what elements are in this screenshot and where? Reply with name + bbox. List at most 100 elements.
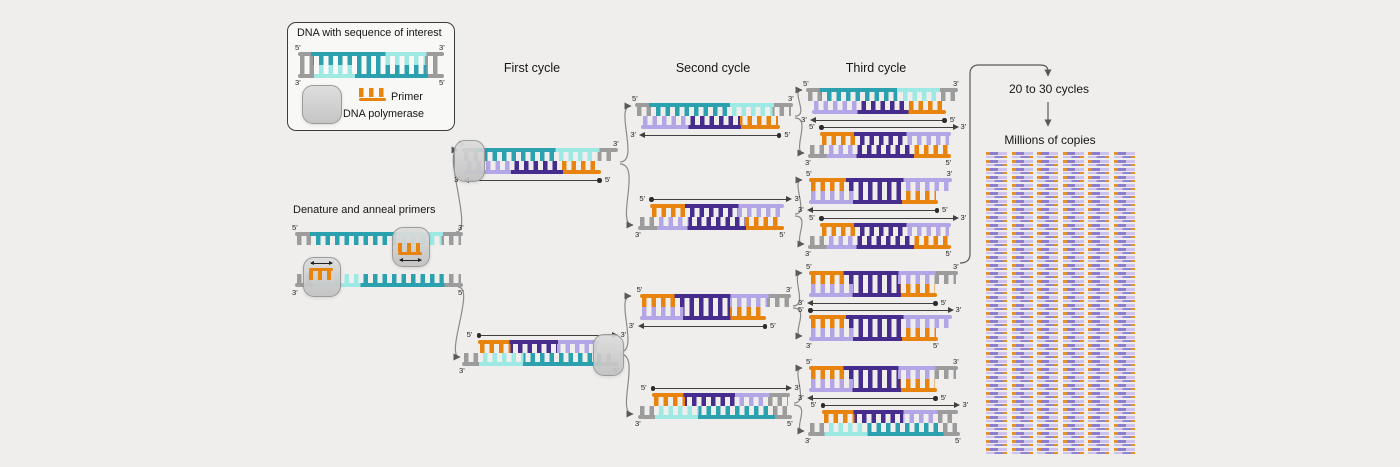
- copy-bottom-strand: [1011, 251, 1033, 255]
- copy-top-strand: [1113, 448, 1135, 451]
- dna-copy: [986, 224, 1007, 231]
- strand-end-label: 3': [805, 436, 811, 445]
- copy-bottom-strand: [1037, 259, 1058, 263]
- dna-copy: [986, 280, 1007, 287]
- arrow-end-label: 5': [940, 393, 947, 402]
- dna-copy: [1088, 176, 1109, 183]
- copy-bottom-strand: [1011, 315, 1033, 319]
- copy-top-strand: [1113, 176, 1135, 179]
- copy-bottom-strand: [1037, 331, 1058, 335]
- copy-bottom-strand: [1062, 403, 1084, 407]
- copy-bottom-strand: [986, 419, 1007, 423]
- copy-bottom-strand: [1037, 211, 1058, 215]
- copy-bottom-strand: [1011, 203, 1033, 207]
- synthesis-arrow: [637, 322, 768, 329]
- strand-end-label: 5': [787, 419, 793, 428]
- copy-bottom-strand: [986, 235, 1007, 239]
- copy-top-strand: [986, 288, 1007, 291]
- copy-top-strand: [1088, 288, 1109, 291]
- copy-top-strand: [1011, 256, 1033, 259]
- copy-top-strand: [1011, 272, 1033, 275]
- copy-bottom-strand: [1062, 363, 1084, 367]
- copy-top-strand: [1113, 288, 1135, 291]
- primer-teeth: [309, 271, 334, 280]
- arrow-origin-dot: [933, 396, 938, 401]
- copy-top-strand: [1113, 424, 1135, 427]
- arrow-end-label: 3': [628, 321, 635, 330]
- copy-top-strand: [1062, 312, 1084, 315]
- copy-bottom-strand: [1113, 227, 1135, 231]
- dna-copy: [1088, 160, 1109, 167]
- dna-copy: [1113, 280, 1135, 287]
- connector-path: [792, 269, 803, 307]
- copy-top-strand: [1113, 248, 1135, 251]
- dna-strand: [295, 274, 463, 287]
- copy-top-strand: [1037, 336, 1058, 339]
- dna-strand: [462, 353, 618, 366]
- dna-strand: [809, 191, 938, 204]
- dna-copy: [1037, 304, 1058, 311]
- strand-end-label: 5': [292, 223, 298, 232]
- copy-top-strand: [1088, 216, 1109, 219]
- dna-strand: [820, 223, 951, 236]
- copy-bottom-strand: [1088, 259, 1109, 263]
- synthesis-arrow: [639, 131, 782, 138]
- copy-top-strand: [1062, 232, 1084, 235]
- dna-copy: [1113, 328, 1135, 335]
- copy-top-strand: [1011, 440, 1033, 443]
- dna-strand: [809, 366, 958, 379]
- strand-backbone: [651, 393, 791, 397]
- dna-copy: [986, 408, 1007, 415]
- dna-copy: [986, 392, 1007, 399]
- dna-copy: [1113, 312, 1135, 319]
- arrow-origin-dot: [597, 178, 602, 183]
- copy-bottom-strand: [986, 411, 1007, 415]
- dna-copy: [1037, 272, 1058, 279]
- copy-top-strand: [1037, 376, 1058, 379]
- copy-top-strand: [986, 448, 1007, 451]
- copy-top-strand: [1011, 224, 1033, 227]
- strand-end-label: 3': [953, 357, 959, 366]
- strand-teeth: [640, 217, 783, 226]
- copy-top-strand: [1088, 208, 1109, 211]
- strand-backbone: [462, 148, 618, 152]
- dna-copy: [986, 160, 1007, 167]
- dna-copy: [1113, 232, 1135, 239]
- copy-bottom-strand: [1088, 435, 1109, 439]
- strand-end-label: 5': [439, 78, 445, 87]
- arrow-end-label: 3': [798, 205, 804, 214]
- dna-strand: [650, 204, 785, 217]
- copy-top-strand: [986, 320, 1007, 323]
- copy-bottom-strand: [986, 363, 1007, 367]
- dna-copy: [1113, 376, 1135, 383]
- copy-top-strand: [986, 272, 1007, 275]
- copy-top-strand: [1037, 352, 1058, 355]
- dna-copy: [1062, 448, 1084, 455]
- copy-bottom-strand: [1011, 451, 1033, 455]
- dna-copy: [986, 200, 1007, 207]
- primer-teeth: [398, 243, 423, 252]
- strand-end-label: 3': [786, 285, 792, 294]
- copy-top-strand: [1037, 344, 1058, 347]
- dna-copy: [1088, 408, 1109, 415]
- copy-top-strand: [1037, 224, 1058, 227]
- copy-bottom-strand: [1011, 387, 1033, 391]
- dna-copy: [1088, 264, 1109, 271]
- dna-copy: [1088, 184, 1109, 191]
- strand-teeth: [653, 397, 789, 406]
- dna-strand: [812, 101, 946, 114]
- copy-top-strand: [1011, 240, 1033, 243]
- copy-top-strand: [1011, 376, 1033, 379]
- strand-end-label: 3': [458, 223, 464, 232]
- dna-strand: [298, 65, 444, 78]
- dna-copy: [1062, 176, 1084, 183]
- strand-backbone: [820, 132, 951, 136]
- copy-bottom-strand: [1037, 235, 1058, 239]
- arrow-end-label: 3': [794, 383, 801, 392]
- copy-top-strand: [1113, 264, 1135, 267]
- copy-top-strand: [986, 232, 1007, 235]
- copy-bottom-strand: [1088, 419, 1109, 423]
- dna-copy: [1037, 216, 1058, 223]
- copy-bottom-strand: [1113, 187, 1135, 191]
